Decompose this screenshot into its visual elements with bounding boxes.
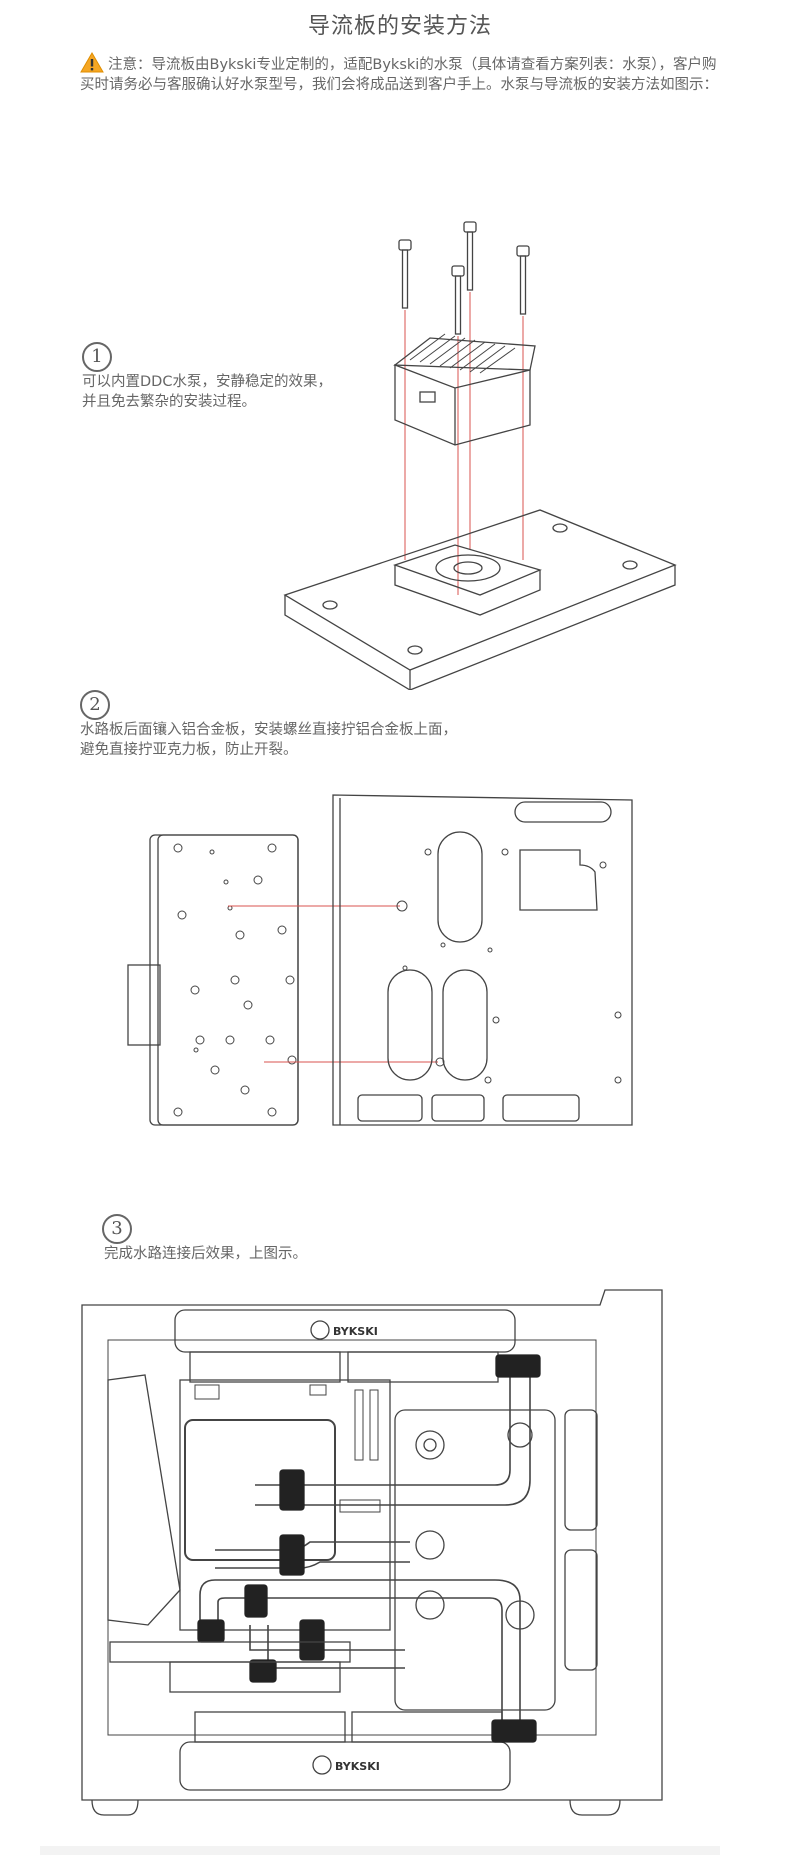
fittings xyxy=(197,1354,541,1743)
top-radiator: BYKSKI xyxy=(174,1309,516,1383)
step-2-line-1: 水路板后面镶入铝合金板，安装螺丝直接拧铝合金板上面， xyxy=(80,722,457,738)
step-3-number: 3 xyxy=(102,1214,132,1244)
step-3-line-1: 完成水路连接后效果，上图示。 xyxy=(104,1246,307,1262)
acrylic-plate xyxy=(332,794,633,1126)
page-title: 导流板的安装方法 xyxy=(307,14,492,39)
flow-plate xyxy=(283,509,677,690)
reservoir-plate-diagram xyxy=(127,794,633,1126)
ddc-pump xyxy=(393,333,536,446)
footer-divider xyxy=(40,1846,720,1855)
graphics-card xyxy=(109,1641,351,1693)
side-fans xyxy=(564,1409,598,1671)
step-2-number: 2 xyxy=(80,690,110,720)
screws xyxy=(398,221,530,335)
plate-alignment-guides xyxy=(228,905,438,1063)
notice-paragraph: 注意：导流板由Bykski专业定制的，适配Bykski的水泵（具体请查看方案列表… xyxy=(80,52,720,95)
pump-installation-diagram xyxy=(283,221,677,690)
step-2-line-2: 避免直接拧亚克力板，防止开裂。 xyxy=(80,742,298,758)
notice-text: 注意：导流板由Bykski专业定制的，适配Bykski的水泵（具体请查看方案列表… xyxy=(80,57,718,93)
hard-tubes xyxy=(199,1375,531,1725)
pc-case xyxy=(81,1289,663,1816)
top-logo-text: BYKSKI xyxy=(333,1325,378,1338)
step-3-description: 完成水路连接后效果，上图示。 xyxy=(104,1244,307,1264)
step-1-line-1: 可以内置DDC水泵，安静稳定的效果， xyxy=(82,374,332,390)
completed-build-diagram: BYKSKI BYKSKI xyxy=(81,1289,663,1816)
step-1-description: 可以内置DDC水泵，安静稳定的效果， 并且免去繁杂的安装过程。 xyxy=(82,372,332,412)
aluminum-plate xyxy=(127,834,299,1126)
step-1-line-2: 并且免去繁杂的安装过程。 xyxy=(82,394,256,410)
distro-plate xyxy=(394,1409,556,1711)
warning-icon xyxy=(80,52,104,73)
step-2-description: 水路板后面镶入铝合金板，安装螺丝直接拧铝合金板上面， 避免直接拧亚克力板，防止开… xyxy=(80,720,457,760)
alignment-guides xyxy=(404,292,524,595)
bottom-radiator: BYKSKI xyxy=(179,1711,511,1791)
bottom-logo-text: BYKSKI xyxy=(335,1760,380,1773)
step-1-number: 1 xyxy=(82,342,112,372)
